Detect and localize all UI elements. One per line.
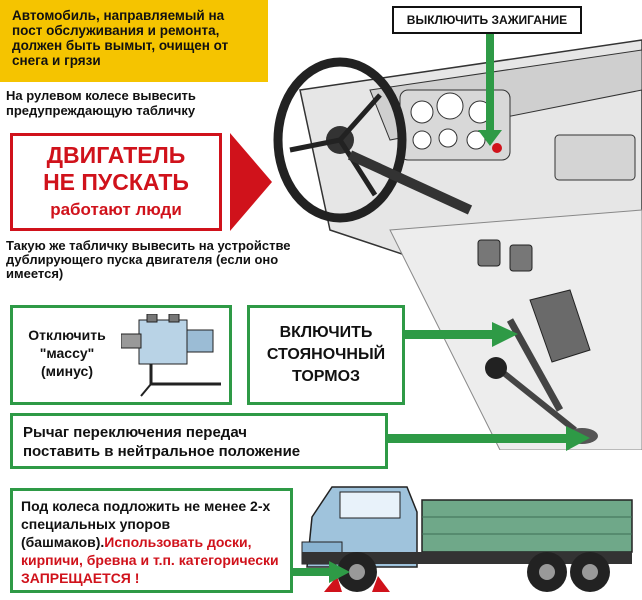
cabin-illustration (273, 39, 642, 450)
hang-sign-note: На рулевом колесе вывесить предупреждающ… (6, 88, 196, 118)
chock-instruction: Под колеса подложить не менее 2-х специа… (21, 498, 271, 550)
wheel-chock-icon (324, 576, 390, 592)
gear-lever-box: Рычаг переключения передач поставить в н… (10, 413, 388, 469)
mass-line-2: "массу" (39, 345, 95, 361)
brake-line-2: СТОЯНОЧНЫЙ (266, 346, 386, 363)
arrow-icon (230, 133, 272, 231)
sign-line-2: НЕ ПУСКАТЬ (43, 169, 189, 195)
warning-sign: ДВИГАТЕЛЬ НЕ ПУСКАТЬ работают люди (10, 133, 222, 231)
gear-line-2: поставить в нейтральное положение (23, 443, 301, 460)
wheel-chock-box: Под колеса подложить не менее 2-х специа… (10, 488, 293, 593)
truck-icon (301, 486, 633, 592)
chock-prohibition: Использовать доски, кирпичи, бревна и т.… (21, 534, 279, 586)
battery-switch-icon (121, 314, 221, 397)
battery-disconnect-box: Отключить "массу" (минус) (10, 305, 232, 405)
gear-line-1: Рычаг переключения передач (23, 424, 248, 441)
mass-line-1: Отключить (28, 327, 106, 343)
washing-note: Автомобиль, направляемый на пост обслужи… (0, 0, 268, 82)
mass-line-3: (минус) (41, 363, 93, 379)
mass-label: Отключить "массу" (минус) (21, 326, 113, 380)
parking-brake-box: ВКЛЮЧИТЬ СТОЯНОЧНЫЙ ТОРМОЗ (247, 305, 405, 405)
sign-line-3: работают люди (50, 200, 182, 219)
washing-note-text: Автомобиль, направляемый на пост обслужи… (12, 8, 229, 68)
brake-line-1: ВКЛЮЧИТЬ (279, 324, 373, 341)
duplicate-start-note: Такую же табличку вывесить на устройстве… (6, 238, 291, 281)
brake-line-3: ТОРМОЗ (291, 368, 361, 385)
dashboard-icon (399, 89, 511, 161)
ignition-label: ВЫКЛЮЧИТЬ ЗАЖИГАНИЕ (392, 6, 582, 34)
sign-line-1: ДВИГАТЕЛЬ (46, 142, 186, 168)
steering-wheel-icon (273, 57, 473, 223)
